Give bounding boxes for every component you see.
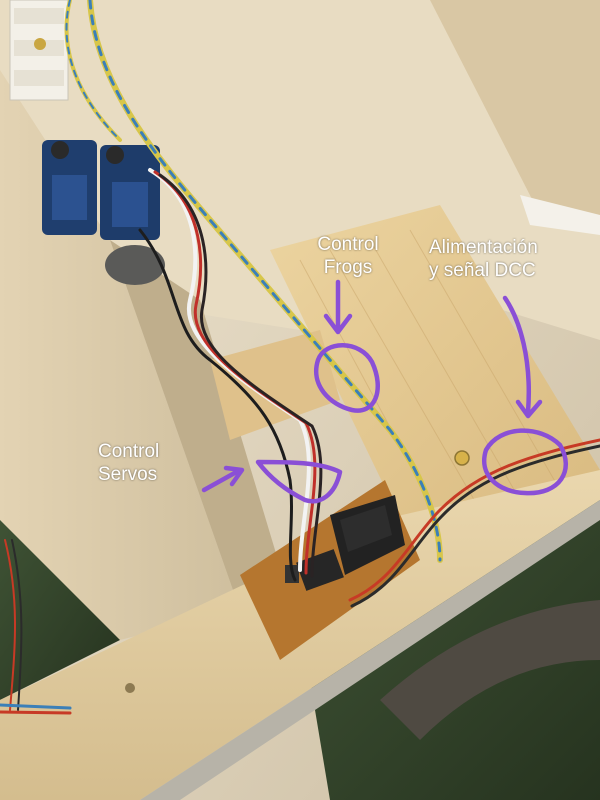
annotation-marks (201, 279, 568, 504)
label-control-frogs-line1: Control (317, 234, 379, 255)
screw (125, 683, 135, 693)
left-wires (0, 539, 72, 715)
terminal-block (9, 0, 69, 101)
right-board-edge (520, 195, 600, 235)
servo-wires (138, 168, 323, 582)
right-board (430, 0, 600, 220)
circle-power (482, 428, 568, 496)
servo-motor (42, 140, 97, 235)
green-curve (380, 600, 600, 740)
green-left (0, 520, 120, 700)
label-control-servos-line2: Servos (98, 464, 158, 485)
label-control-servos: Control Servos (98, 440, 188, 486)
cross-beam (210, 330, 340, 440)
left-panel-dark (110, 240, 290, 610)
central-beam (270, 205, 600, 560)
label-power-dcc-line1: Alimentación (429, 237, 538, 258)
dcc-wires (348, 438, 600, 608)
circle-frogs (314, 343, 381, 413)
label-control-frogs-line2: Frogs (323, 257, 373, 278)
arrow-servos (201, 465, 245, 493)
front-board-edge (140, 500, 600, 800)
glue-patch (105, 245, 165, 285)
twisted-cable (64, 0, 443, 563)
label-control-servos-line1: Control (98, 441, 160, 462)
label-control-frogs: Control Frogs (310, 233, 386, 279)
circle-servos (255, 459, 343, 504)
label-power-dcc-line2: y señal DCC (429, 260, 536, 281)
arrow-power (502, 295, 543, 419)
screw (454, 450, 470, 466)
label-power-dcc: Alimentación y señal DCC (429, 236, 599, 282)
arrow-frogs (323, 279, 353, 335)
servo-motor (100, 145, 160, 240)
